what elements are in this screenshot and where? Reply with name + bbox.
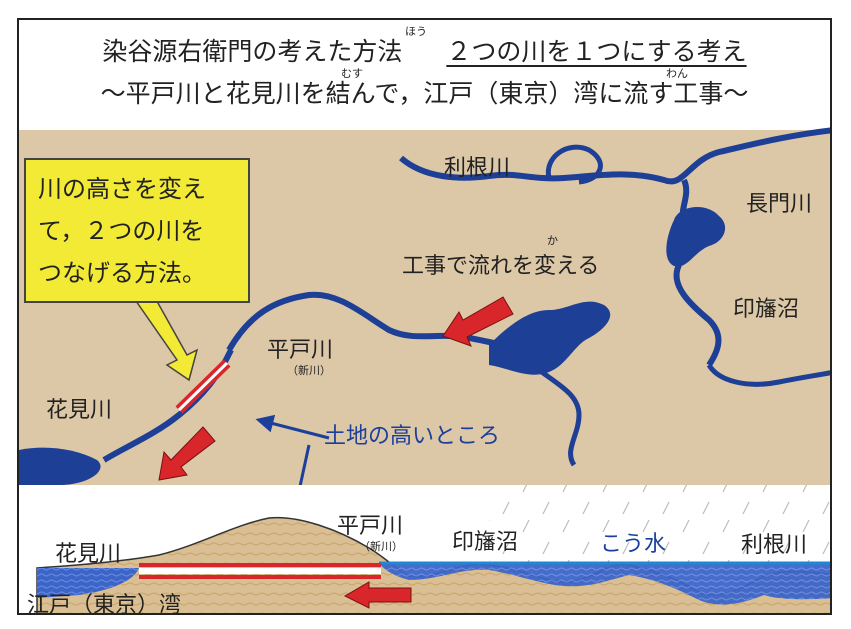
tone-river-map [399,127,830,185]
section-label-hirato: 平戸川 [337,514,404,539]
rain-area [489,485,830,575]
subtitle: ～平戸川と花見川を結んで，江戸（東京）湾に流す工事～ [100,79,749,108]
inba-upper-lake [666,206,726,267]
callout-line-1: 川の高さを変え [38,175,206,203]
hirato-river-map [226,291,595,352]
section-flow-arrow [343,581,412,609]
tone-river-loop [545,144,603,185]
label-inba-marsh: 印旛沼 [733,297,800,322]
section-label-inba: 印旛沼 [452,530,519,555]
section-label-edo-bay: 江戸（東京）湾 [27,593,182,615]
title-part1: 染谷源右衛門の考えた方法 [102,37,403,66]
flow-arrow-1 [442,296,514,347]
label-tone-river: 利根川 [444,156,511,181]
ruby-musu: むす [341,67,363,80]
ruby-wan: わん [666,67,688,80]
label-hanami-river: 花見川 [46,398,113,423]
section-label-tone: 利根川 [741,533,808,558]
label-hirato-river: 平戸川 [267,338,334,363]
section-label-shinkawa: （新川） [359,540,403,553]
label-high-ground: 土地の高いところ [324,424,501,449]
section-label-flood: こう水 [600,532,667,557]
high-ground-arrow-up [255,414,330,440]
title-part2: ２つの川を１つにする考え [446,37,747,66]
diagram-graphic [19,127,830,613]
ruby-ka: か [547,234,558,247]
hirato-branch [537,367,582,467]
section-label-hanami: 花見川 [55,542,122,567]
callout-line-3: つなげる方法。 [38,259,206,287]
inba-outflow [706,363,830,387]
label-shinkawa: （新川） [287,364,331,377]
title-line: 染谷源右衛門の考えた方法 ２つの川を１つにする考え [19,32,830,68]
bay-water [37,568,139,598]
label-construction: 工事で流れを変える [402,254,600,279]
ruby-hou: ほう [405,25,427,38]
marsh-water [379,563,830,605]
label-nagato-river: 長門川 [746,192,813,217]
diagram-frame: 染谷源右衛門の考えた方法 ２つの川を１つにする考え ほう ～平戸川と花見川を結ん… [17,18,832,615]
inba-channel [673,263,722,367]
callout-box: 川の高さを変え て，２つの川を つなげる方法。 [24,158,250,303]
flow-arrow-2 [158,426,216,481]
callout-line-2: て，２つの川を [38,217,205,245]
edo-bay-map [19,447,101,485]
